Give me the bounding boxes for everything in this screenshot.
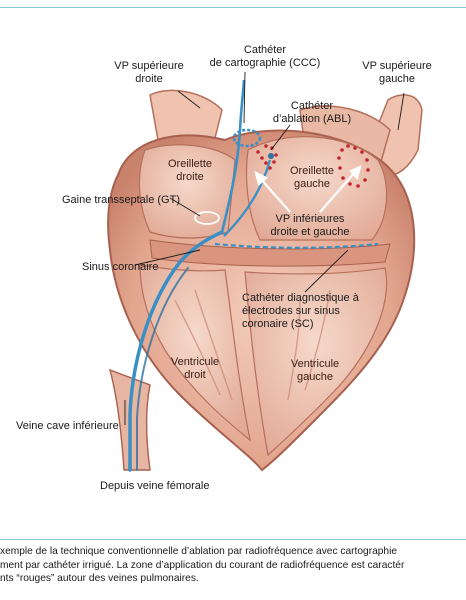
- vp-inferieures-arrows: [254, 165, 362, 213]
- catheter-sc: [214, 242, 379, 249]
- figure-caption: xemple de la technique conventionnelle d…: [0, 545, 466, 586]
- label-line: Oreillette: [289, 165, 335, 177]
- label-line: droite: [176, 171, 204, 183]
- ablation-points: [256, 144, 370, 188]
- gaine-transseptale-marker: [194, 211, 220, 225]
- label-depuis-veine-femorale: Depuis veine fémorale: [100, 480, 210, 492]
- label-gaine-transseptale: Gaine transseptale (GT): [62, 194, 180, 206]
- label-oreillette-gauche: Oreillette gauche: [282, 165, 342, 191]
- label-line: droite: [135, 73, 163, 85]
- av-groove: [149, 239, 391, 267]
- label-sinus-coronaire: Sinus coronaire: [82, 261, 159, 273]
- label-line: droit: [184, 369, 206, 381]
- catheter-abl: [223, 159, 272, 237]
- label-vp-inferieures: VP inférieures droite et gauche: [255, 213, 365, 239]
- label-line: Cathéter: [290, 100, 334, 112]
- label-catheter-ccc: Cathéter de cartographie (CCC): [205, 44, 325, 70]
- label-line: gauche: [293, 178, 331, 190]
- label-line: VP supérieure: [114, 60, 184, 72]
- label-line: électrodes sur sinus: [242, 305, 340, 317]
- ventricule-droit-cavity: [139, 264, 251, 442]
- label-line: Oreillette: [167, 158, 213, 170]
- label-line: gauche: [296, 371, 334, 383]
- caption-line: xemple de la technique conventionnelle d…: [0, 546, 398, 557]
- label-line: Cathéter: [243, 44, 287, 56]
- top-rule: [0, 7, 466, 8]
- oreillette-droite-cavity: [138, 144, 236, 239]
- bottom-rule: [0, 539, 466, 540]
- label-line: Cathéter diagnostique à: [242, 292, 359, 304]
- label-line: Ventricule: [170, 356, 220, 368]
- label-line: VP inférieures: [275, 213, 345, 225]
- label-catheter-diagnostique: Cathéter diagnostique à électrodes sur s…: [242, 292, 359, 331]
- label-ventricule-gauche: Ventricule gauche: [280, 358, 350, 384]
- label-vp-superieure-droite: VP supérieure droite: [104, 60, 194, 86]
- oreillette-gauche-cavity: [245, 136, 388, 241]
- label-oreillette-droite: Oreillette droite: [160, 158, 220, 184]
- heart-illustration: [107, 71, 423, 472]
- ventricule-gauche-cavity: [244, 267, 388, 457]
- label-line: gauche: [378, 73, 416, 85]
- label-line: droite et gauche: [270, 226, 350, 238]
- label-line: coronaire (SC): [242, 318, 314, 330]
- label-vp-superieure-gauche: VP supérieure gauche: [352, 60, 442, 86]
- label-line: VP supérieure: [362, 60, 432, 72]
- label-line: Ventricule: [290, 358, 340, 370]
- catheter-femoral: [128, 230, 224, 472]
- caption-line: nts “rouges” autour des veines pulmonair…: [0, 573, 199, 584]
- leader-lines: [124, 71, 405, 425]
- label-catheter-abl: Cathéter d’ablation (ABL): [262, 100, 362, 126]
- label-ventricule-droit: Ventricule droit: [160, 356, 230, 382]
- label-veine-cave-inferieure: Veine cave inférieure: [16, 420, 119, 432]
- label-line: d’ablation (ABL): [272, 113, 352, 125]
- caption-line: ment par cathéter irrigué. La zone d’app…: [0, 559, 405, 571]
- label-line: de cartographie (CCC): [209, 57, 321, 69]
- catheter-ccc: [220, 79, 246, 233]
